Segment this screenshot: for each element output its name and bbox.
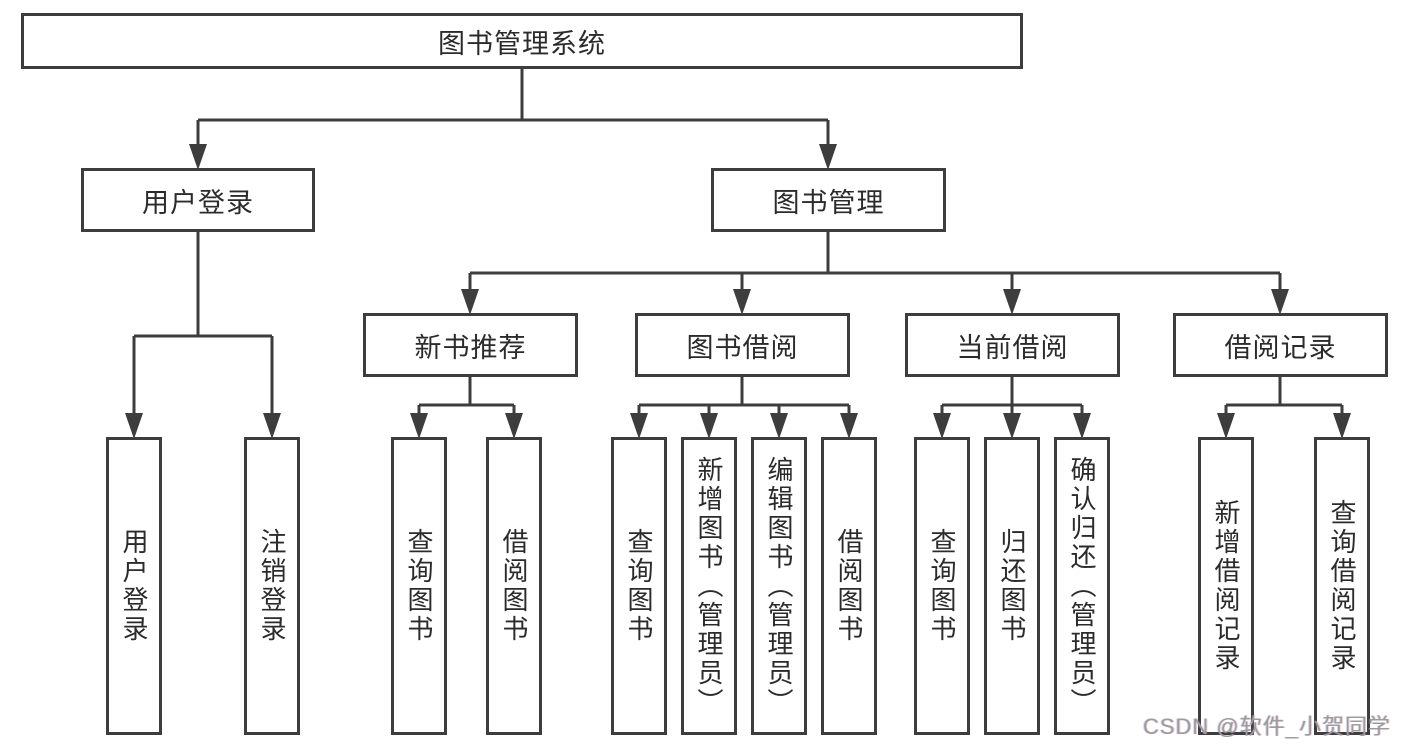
leaf-edit-book-admin: 编辑图书（管理员）: [751, 437, 807, 735]
leaf-query-books-current: 查询图书: [914, 437, 970, 735]
leaf-return-books: 归还图书: [984, 437, 1040, 735]
connector-lines: [132, 69, 1344, 426]
watermark: CSDN @软件_小贺同学: [1142, 714, 1391, 739]
leaf-add-borrow-record: 新增借阅记录: [1198, 437, 1254, 735]
node-root-system: 图书管理系统: [21, 13, 1023, 69]
leaf-borrow-books: 借阅图书: [821, 437, 877, 735]
leaf-confirm-return-admin: 确认归还（管理员）: [1054, 437, 1110, 735]
leaf-query-books-borrow: 查询图书: [611, 437, 667, 735]
node-borrow-records: 借阅记录: [1173, 313, 1388, 377]
leaf-add-book-admin: 新增图书（管理员）: [681, 437, 737, 735]
node-user-login: 用户登录: [81, 168, 315, 232]
leaf-query-borrow-record: 查询借阅记录: [1314, 437, 1370, 735]
arrowheads: [125, 144, 1351, 439]
leaf-borrow-books-recommend: 借阅图书: [486, 437, 542, 735]
leaf-query-books-recommend: 查询图书: [391, 437, 447, 735]
leaf-logout: 注销登录: [244, 437, 300, 735]
leaf-user-login: 用户登录: [106, 437, 162, 735]
node-current-borrow: 当前借阅: [905, 313, 1120, 377]
node-book-management: 图书管理: [711, 168, 946, 232]
node-book-borrow: 图书借阅: [635, 313, 850, 377]
node-new-book-recommend: 新书推荐: [363, 313, 578, 377]
